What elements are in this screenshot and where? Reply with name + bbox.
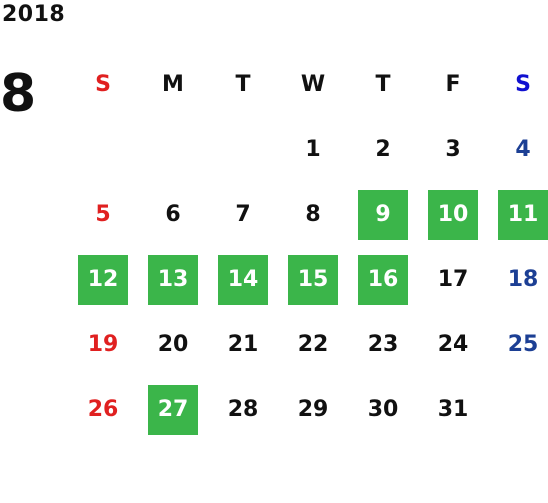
day-number[interactable]: 30	[367, 397, 399, 422]
day-cell[interactable]: 26	[68, 377, 138, 442]
day-cell[interactable]: 18	[488, 247, 548, 312]
highlighted-day[interactable]: 13	[148, 254, 198, 305]
day-number	[218, 125, 268, 175]
day-cell[interactable]: 19	[68, 312, 138, 377]
day-cell[interactable]: 7	[208, 182, 278, 247]
day-cell[interactable]: 17	[418, 247, 488, 312]
day-number[interactable]: 26	[87, 397, 119, 422]
day-cell[interactable]: 31	[418, 377, 488, 442]
day-number[interactable]: 1	[305, 137, 321, 162]
weekday-header-sat: S	[515, 72, 531, 97]
day-cell[interactable]: 2	[348, 117, 418, 182]
day-cell[interactable]: 12	[68, 247, 138, 312]
day-cell[interactable]: 25	[488, 312, 548, 377]
weekday-header-tue: T	[235, 72, 251, 97]
day-cell[interactable]: 24	[418, 312, 488, 377]
day-number[interactable]: 31	[437, 397, 469, 422]
day-cell[interactable]: 1	[278, 117, 348, 182]
day-cell[interactable]: 10	[418, 182, 488, 247]
day-number[interactable]: 28	[227, 397, 259, 422]
weekday-header-wed: W	[300, 72, 326, 97]
highlighted-day[interactable]: 15	[288, 254, 338, 305]
day-number	[148, 125, 198, 175]
day-cell	[68, 117, 138, 182]
day-cell[interactable]: 22	[278, 312, 348, 377]
day-cell[interactable]: 30	[348, 377, 418, 442]
day-number[interactable]: 3	[445, 137, 461, 162]
day-number[interactable]: 19	[87, 332, 119, 357]
highlighted-day[interactable]: 27	[148, 384, 198, 435]
day-cell[interactable]: 6	[138, 182, 208, 247]
day-cell[interactable]: 28	[208, 377, 278, 442]
day-cell[interactable]: 20	[138, 312, 208, 377]
month-label: 8	[0, 64, 37, 124]
day-number[interactable]: 29	[297, 397, 329, 422]
day-cell[interactable]: 8	[278, 182, 348, 247]
day-cell[interactable]: 9	[348, 182, 418, 247]
day-number[interactable]: 18	[507, 267, 539, 292]
day-cell[interactable]: 4	[488, 117, 548, 182]
day-cell[interactable]: 29	[278, 377, 348, 442]
day-number[interactable]: 6	[165, 202, 181, 227]
day-number[interactable]: 25	[507, 332, 539, 357]
calendar-grid: S M T W T F S 1 2 3 4 5 6 7 8 9 10 11 12…	[68, 52, 548, 442]
day-number[interactable]: 22	[297, 332, 329, 357]
day-cell[interactable]: 16	[348, 247, 418, 312]
highlighted-day[interactable]: 14	[218, 254, 268, 305]
day-cell	[488, 377, 548, 442]
day-cell[interactable]: 3	[418, 117, 488, 182]
highlighted-day[interactable]: 11	[498, 189, 548, 240]
day-cell[interactable]: 13	[138, 247, 208, 312]
weekday-header-sun: S	[95, 72, 111, 97]
day-number	[498, 385, 548, 435]
highlighted-day[interactable]: 16	[358, 254, 408, 305]
day-cell	[138, 117, 208, 182]
day-cell[interactable]: 14	[208, 247, 278, 312]
day-number[interactable]: 23	[367, 332, 399, 357]
highlighted-day[interactable]: 10	[428, 189, 478, 240]
day-cell[interactable]: 27	[138, 377, 208, 442]
day-cell[interactable]: 21	[208, 312, 278, 377]
day-number[interactable]: 7	[235, 202, 251, 227]
day-cell[interactable]: 5	[68, 182, 138, 247]
day-number[interactable]: 24	[437, 332, 469, 357]
day-cell	[208, 117, 278, 182]
year-label: 2018	[2, 2, 66, 27]
day-number[interactable]: 5	[95, 202, 111, 227]
day-number[interactable]: 8	[305, 202, 321, 227]
day-number[interactable]: 2	[375, 137, 391, 162]
day-cell[interactable]: 15	[278, 247, 348, 312]
day-number[interactable]: 21	[227, 332, 259, 357]
day-cell[interactable]: 11	[488, 182, 548, 247]
day-number[interactable]: 20	[157, 332, 189, 357]
highlighted-day[interactable]: 12	[78, 254, 128, 305]
day-number[interactable]: 4	[515, 137, 531, 162]
day-cell[interactable]: 23	[348, 312, 418, 377]
day-number[interactable]: 17	[437, 267, 469, 292]
day-number	[78, 125, 128, 175]
weekday-header-fri: F	[445, 72, 461, 97]
weekday-header-mon: M	[162, 72, 184, 97]
weekday-header-thu: T	[375, 72, 391, 97]
highlighted-day[interactable]: 9	[358, 189, 408, 240]
